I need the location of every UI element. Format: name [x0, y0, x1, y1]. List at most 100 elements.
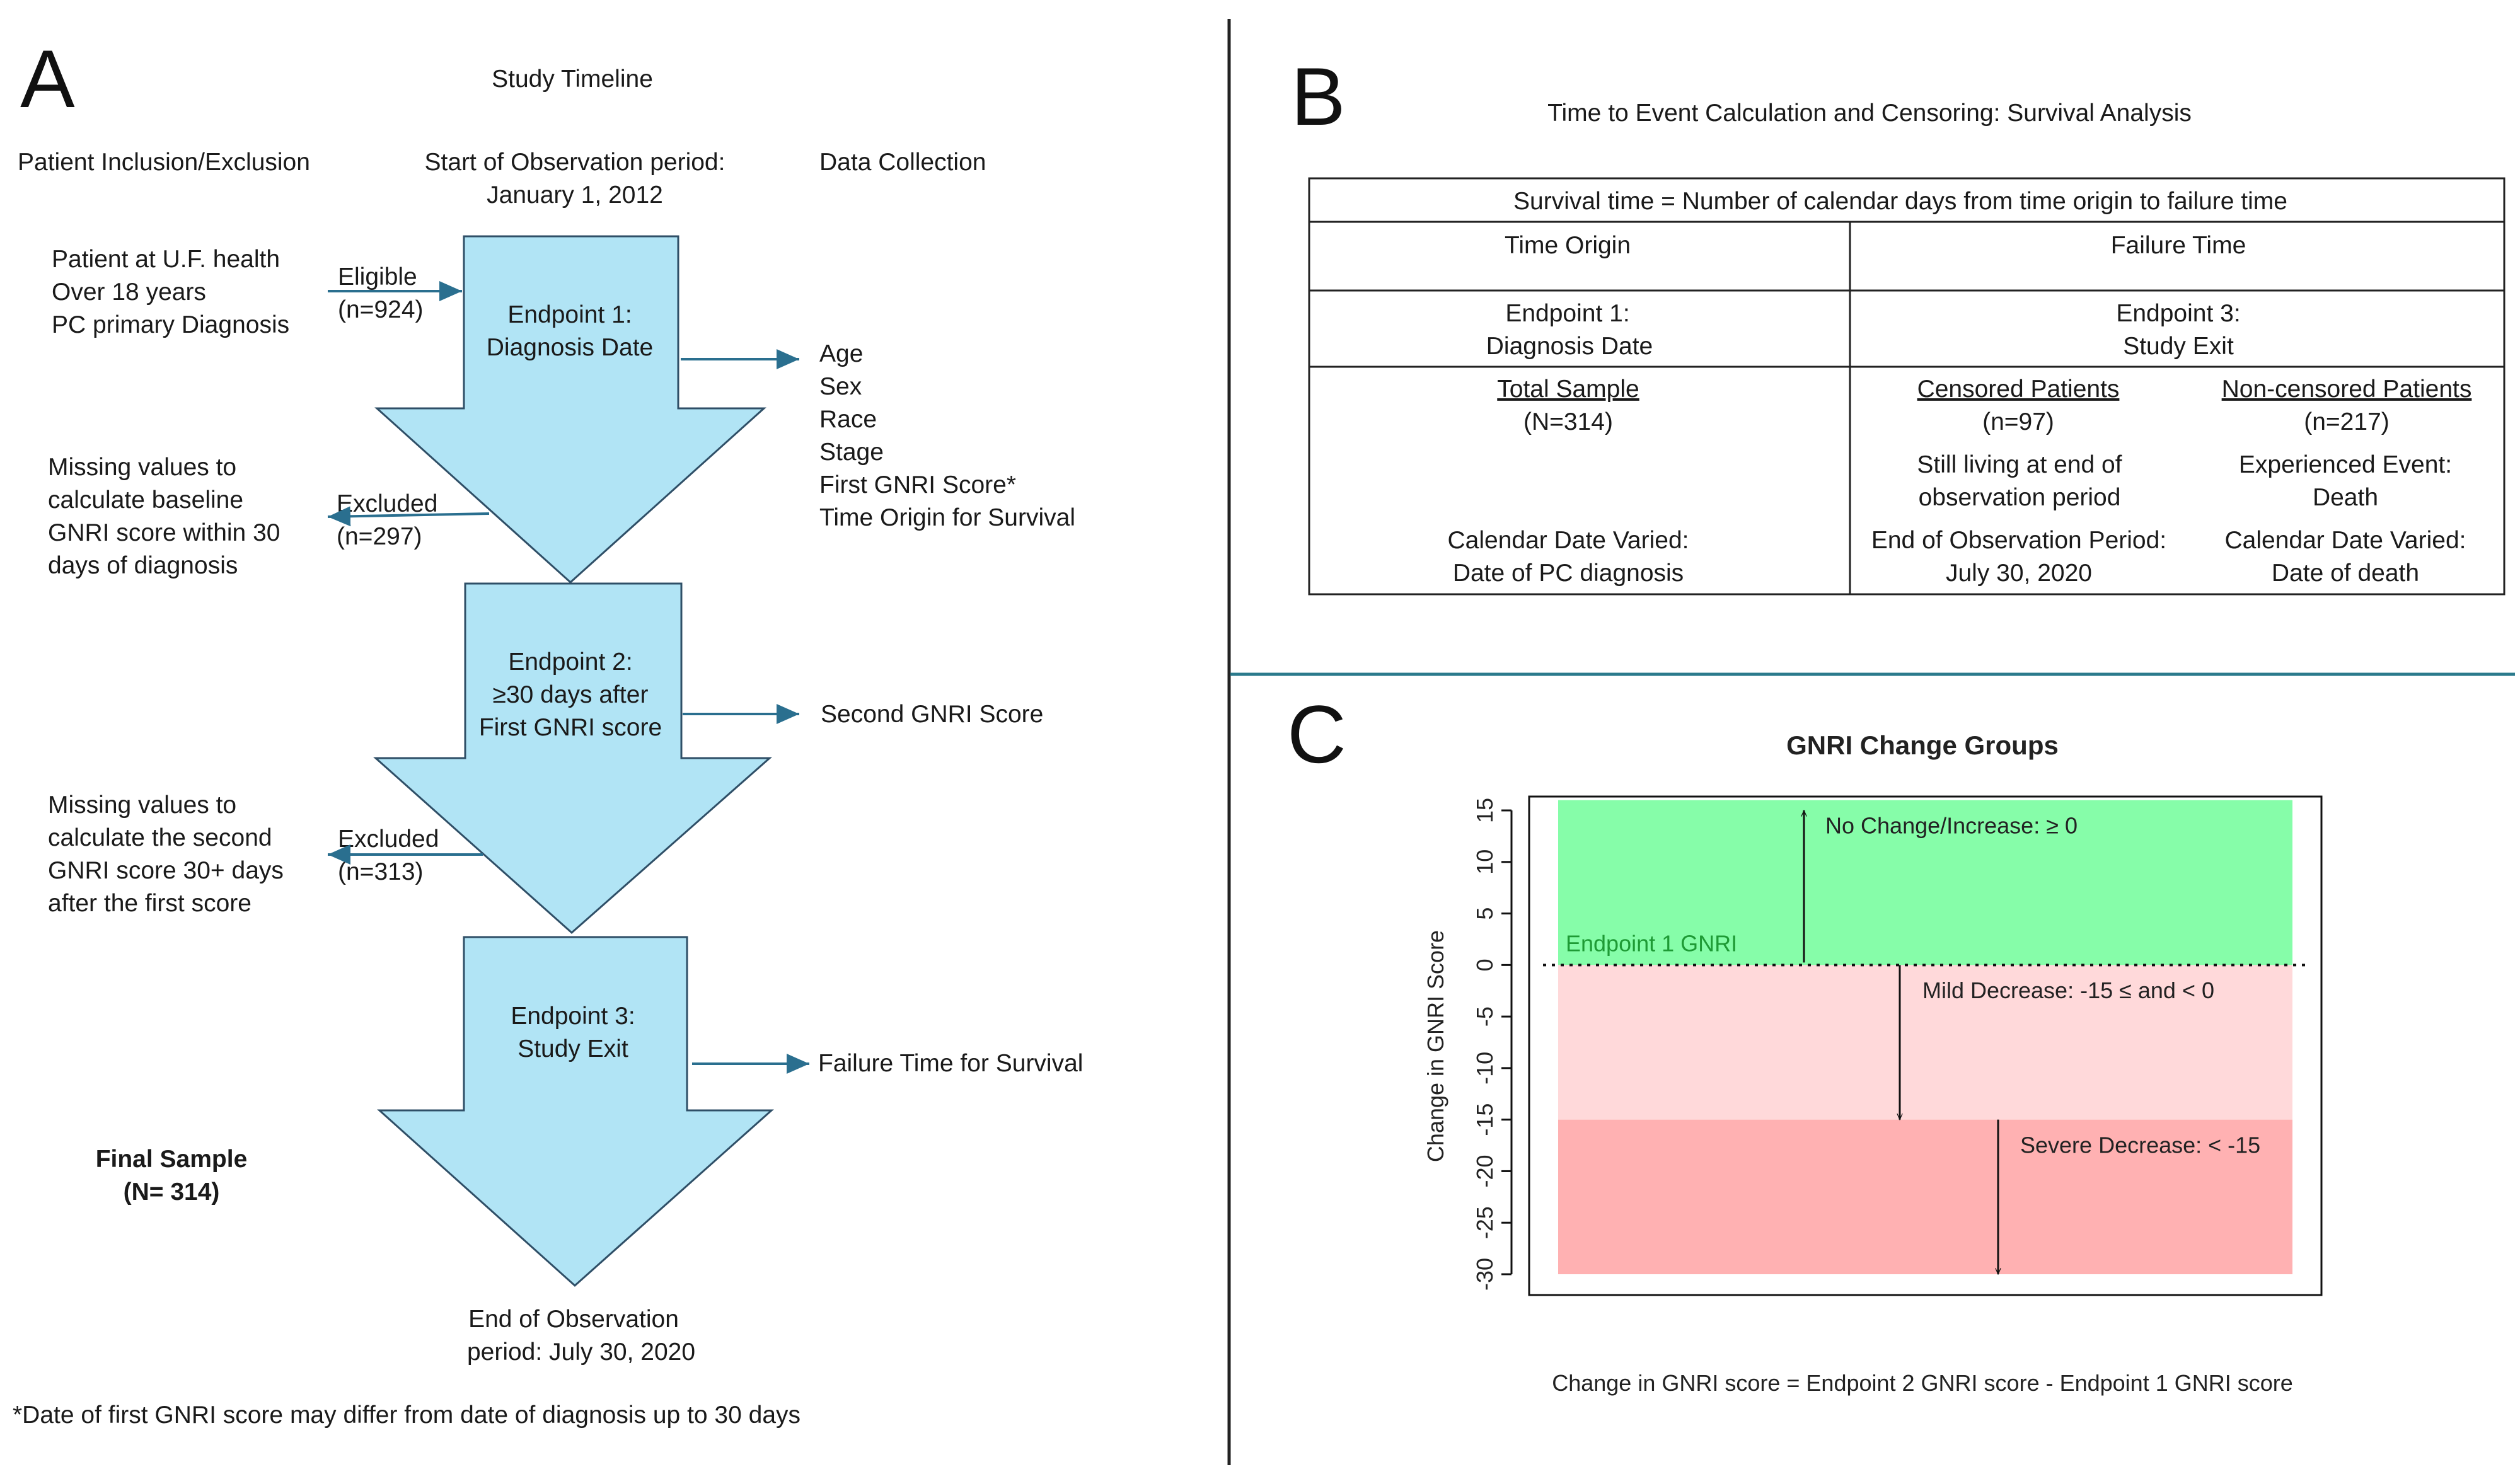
- label-severe-decrease: Severe Decrease: < -15: [2020, 1132, 2260, 1158]
- data1-item-stage: Stage: [819, 439, 884, 466]
- y-tick-label: -5: [1472, 1006, 1498, 1027]
- y-tick-label: -10: [1472, 1052, 1498, 1085]
- noncensored-count: (n=217): [2304, 408, 2390, 435]
- final-sample-line2: (N= 314): [124, 1178, 220, 1206]
- endpoint1-arrow: [374, 235, 766, 584]
- excluded1-count: (n=297): [337, 523, 422, 550]
- missing1-line2: calculate baseline: [48, 487, 243, 514]
- noncensored-desc-line2: Death: [2313, 484, 2378, 511]
- endpoint2-label-line3: First GNRI score: [479, 714, 662, 741]
- chart-title: GNRI Change Groups: [1786, 730, 2059, 760]
- table-header: Survival time = Number of calendar days …: [1513, 188, 2287, 215]
- data1-item-race: Race: [819, 406, 877, 433]
- endpoint3-arrow: [377, 936, 774, 1287]
- time-origin-endpoint-line1: Endpoint 1:: [1505, 300, 1629, 327]
- noncensored-label: Non-censored Patients: [2222, 376, 2472, 403]
- missing2-line2: calculate the second: [48, 824, 272, 851]
- chart-caption: Change in GNRI score = Endpoint 2 GNRI s…: [1552, 1370, 2293, 1396]
- label-mild-decrease: Mild Decrease: -15 ≤ and < 0: [1922, 977, 2214, 1003]
- origin-date-line1: Calendar Date Varied:: [1448, 527, 1689, 554]
- y-tick-label: -15: [1472, 1103, 1498, 1136]
- panel-c-letter: C: [1287, 688, 1346, 780]
- data1-item-sex: Sex: [819, 373, 862, 400]
- censored-desc-line1: Still living at end of: [1917, 451, 2122, 478]
- excluded1-connector: [327, 506, 490, 527]
- survival-table: [1308, 177, 2506, 596]
- noncensored-date-line2: Date of death: [2272, 560, 2419, 587]
- y-tick-label: -25: [1472, 1206, 1498, 1239]
- censored-date-line1: End of Observation Period:: [1871, 527, 2166, 554]
- region-severe-decrease: [1558, 1119, 2292, 1274]
- col-inclusion-header: Patient Inclusion/Exclusion: [18, 149, 310, 176]
- chart-arrows: [1804, 810, 1998, 1274]
- chart-regions: [1558, 800, 2292, 1274]
- endpoint3-label-line1: Endpoint 3:: [511, 1003, 635, 1030]
- time-origin-header: Time Origin: [1505, 232, 1631, 259]
- failure-time-endpoint-line2: Study Exit: [2123, 333, 2234, 360]
- y-tick-label: 5: [1472, 907, 1498, 920]
- censored-label: Censored Patients: [1917, 376, 2120, 403]
- endpoint1-label-line2: Diagnosis Date: [487, 334, 653, 361]
- final-sample-line1: Final Sample: [96, 1146, 248, 1173]
- eligible-count: (n=924): [338, 296, 424, 323]
- missing1-line4: days of diagnosis: [48, 552, 238, 579]
- endpoint2-arrow: [373, 582, 772, 935]
- missing2-line3: GNRI score 30+ days: [48, 857, 284, 884]
- panel-b-letter: B: [1291, 50, 1346, 142]
- reference-line-label: Endpoint 1 GNRI: [1566, 930, 1737, 956]
- data1-item-first-gnri: First GNRI Score*: [819, 471, 1016, 498]
- end-observation-line1: End of Observation: [468, 1306, 679, 1333]
- missing2-line1: Missing values to: [48, 792, 236, 819]
- plot-frame: [1528, 795, 2323, 1296]
- endpoint2-label-line2: ≥30 days after: [493, 681, 649, 708]
- missing1-line3: GNRI score within 30: [48, 519, 280, 546]
- noncensored-desc-line1: Experienced Event:: [2239, 451, 2452, 478]
- censored-desc-line2: observation period: [1919, 484, 2121, 511]
- eligible-label: Eligible: [338, 263, 417, 291]
- excluded2-label: Excluded: [338, 826, 439, 853]
- failure-time-endpoint-line1: Endpoint 3:: [2116, 300, 2240, 327]
- y-tick-label: -30: [1472, 1258, 1498, 1291]
- panel-a: A Study Timeline Patient Inclusion/Exclu…: [13, 33, 1083, 1429]
- footnote: *Date of first GNRI score may differ fro…: [13, 1402, 801, 1429]
- data2-item: Second GNRI Score: [821, 701, 1043, 728]
- region-no-change: [1558, 800, 2292, 965]
- y-axis-label: Change in GNRI Score: [1423, 930, 1448, 1162]
- criteria-line1: Patient at U.F. health: [52, 246, 280, 273]
- region-mild-decrease: [1558, 965, 2292, 1120]
- missing1-line1: Missing values to: [48, 454, 236, 481]
- col-data-header: Data Collection: [819, 149, 986, 176]
- endpoint2-label-line1: Endpoint 2:: [508, 648, 632, 676]
- total-sample-label: Total Sample: [1497, 376, 1639, 403]
- col-start-header-line1: Start of Observation period:: [425, 149, 725, 176]
- criteria-line3: PC primary Diagnosis: [52, 311, 289, 338]
- data1-item-age: Age: [819, 340, 863, 367]
- excluded2-count: (n=313): [338, 858, 424, 885]
- failure-time-header: Failure Time: [2111, 232, 2246, 259]
- total-sample-count: (N=314): [1523, 408, 1613, 435]
- origin-date-line2: Date of PC diagnosis: [1453, 560, 1684, 587]
- y-tick-label: -20: [1472, 1154, 1498, 1187]
- panel-a-title: Study Timeline: [492, 66, 653, 93]
- data1-item-time-origin: Time Origin for Survival: [819, 504, 1075, 531]
- col-start-header-line2: January 1, 2012: [487, 181, 663, 209]
- time-origin-endpoint-line2: Diagnosis Date: [1486, 333, 1653, 360]
- criteria-line2: Over 18 years: [52, 279, 206, 306]
- endpoint1-label-line1: Endpoint 1:: [507, 301, 632, 328]
- chart-region-labels: No Change/Increase: ≥ 0 Mild Decrease: -1…: [1825, 813, 2260, 1158]
- panel-b: B Time to Event Calculation and Censorin…: [1291, 50, 2506, 596]
- endpoint3-label-line2: Study Exit: [517, 1035, 628, 1062]
- missing2-line4: after the first score: [48, 890, 251, 917]
- panel-b-title: Time to Event Calculation and Censoring:…: [1547, 100, 2192, 127]
- panel-a-letter: A: [20, 33, 75, 125]
- end-observation-line2: period: July 30, 2020: [467, 1339, 695, 1366]
- censored-count: (n=97): [1982, 408, 2054, 435]
- y-tick-label: 0: [1472, 959, 1498, 971]
- data3-item: Failure Time for Survival: [818, 1050, 1083, 1077]
- label-no-change: No Change/Increase: ≥ 0: [1825, 813, 2078, 839]
- y-tick-label: 10: [1472, 849, 1498, 875]
- excluded1-label: Excluded: [337, 490, 437, 517]
- noncensored-date-line1: Calendar Date Varied:: [2225, 527, 2466, 554]
